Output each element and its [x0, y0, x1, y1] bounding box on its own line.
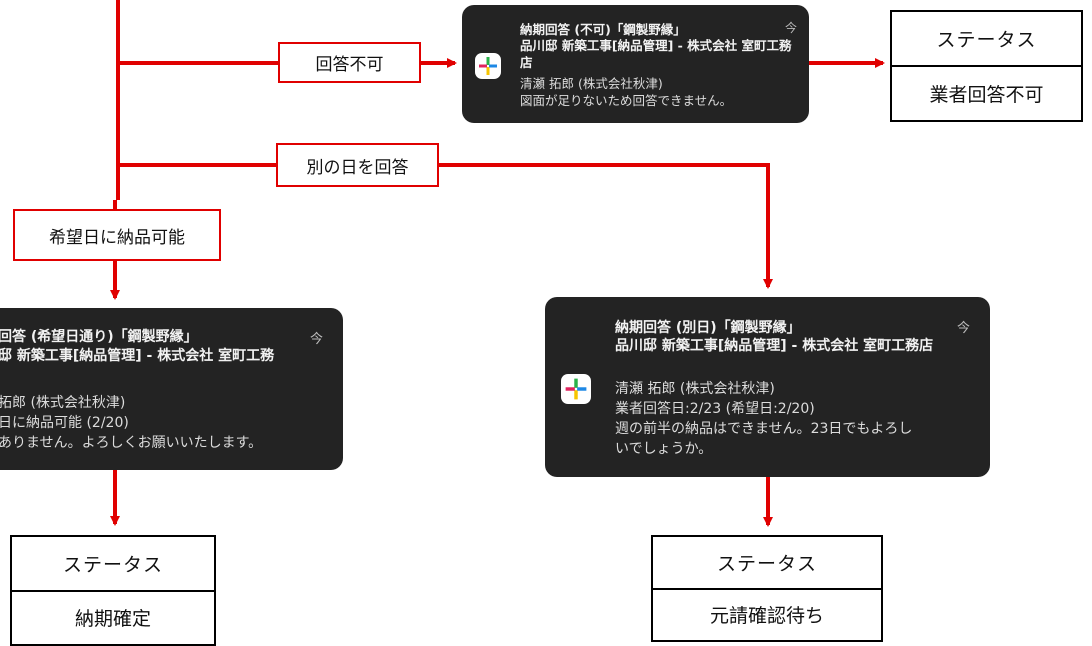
- label-desired-ok-text: 希望日に納品可能: [49, 227, 185, 248]
- notification-unavailable[interactable]: 納期回答 (不可)「鋼製野縁」 今 品川邸 新築工事[納品管理] - 株式会社 …: [462, 5, 809, 123]
- notification-title: 納期回答 (別日)「鋼製野縁」: [615, 320, 801, 336]
- notification-subtitle: 品川邸 新築工事[納品管理] - 株式会社 室町工務店: [520, 38, 792, 70]
- label-unavailable-text: 回答不可: [315, 55, 384, 75]
- status-heading: ステータス: [892, 12, 1081, 67]
- status-value: 納期確定: [74, 608, 151, 631]
- status-value: 元請確認待ち: [709, 605, 824, 628]
- notification-body-line: 拓郎 (株式会社秋津): [0, 395, 126, 411]
- notification-body-line: ありません。よろしくお願いいたします。: [0, 435, 263, 451]
- notification-time: 今: [784, 21, 797, 35]
- notification-body: 清瀬 拓郎 (株式会社秋津) 業者回答日:2/23 (希望日:2/20) 週の前…: [615, 379, 912, 459]
- notification-time: 今: [309, 332, 323, 347]
- app-icon: [475, 53, 501, 79]
- app-icon: [561, 374, 591, 404]
- label-other-date-text: 別の日を回答: [306, 157, 409, 178]
- notification-body-line: 週の前半の納品はできません。23日でもよろし: [615, 421, 913, 437]
- notification-body: 清瀬 拓郎 (株式会社秋津) 図面が足りないため回答できません。: [520, 75, 732, 109]
- label-desired-ok: 希望日に納品可能: [13, 209, 221, 261]
- label-unavailable: 回答不可: [278, 42, 421, 83]
- notification-body-line: いでしょうか。: [615, 441, 713, 457]
- notification-subtitle: 邸 新築工事[納品管理] - 株式会社 室町工務: [0, 348, 275, 364]
- status-heading: ステータス: [653, 537, 881, 590]
- status-value: 業者回答不可: [929, 84, 1044, 106]
- notification-title: 回答 (希望日通り)「鋼製野縁」: [0, 329, 198, 345]
- notification-body-line: 業者回答日:2/23 (希望日:2/20): [615, 401, 815, 417]
- notification-time: 今: [956, 321, 970, 336]
- status-unavailable: ステータス 業者回答不可: [890, 10, 1083, 122]
- notification-title: 納期回答 (不可)「鋼製野縁」: [520, 22, 686, 37]
- status-heading: ステータス: [12, 537, 214, 592]
- notification-body-line: 清瀬 拓郎 (株式会社秋津): [615, 381, 775, 397]
- notification-subtitle: 品川邸 新築工事[納品管理] - 株式会社 室町工務店: [615, 338, 934, 354]
- notification-body-line: 図面が足りないため回答できません。: [520, 93, 733, 108]
- notification-body: 拓郎 (株式会社秋津) 日に納品可能 (2/20) ありません。よろしくお願いい…: [0, 393, 262, 453]
- status-pending: ステータス 元請確認待ち: [651, 535, 883, 642]
- notification-other-date[interactable]: 納期回答 (別日)「鋼製野縁」 今 品川邸 新築工事[納品管理] - 株式会社 …: [545, 297, 990, 477]
- status-confirmed: ステータス 納期確定: [10, 535, 216, 646]
- notification-body-line: 清瀬 拓郎 (株式会社秋津): [520, 76, 663, 91]
- notification-desired-date[interactable]: 回答 (希望日通り)「鋼製野縁」 今 邸 新築工事[納品管理] - 株式会社 室…: [0, 308, 343, 470]
- notification-body-line: 日に納品可能 (2/20): [0, 415, 129, 431]
- label-other-date: 別の日を回答: [276, 143, 439, 187]
